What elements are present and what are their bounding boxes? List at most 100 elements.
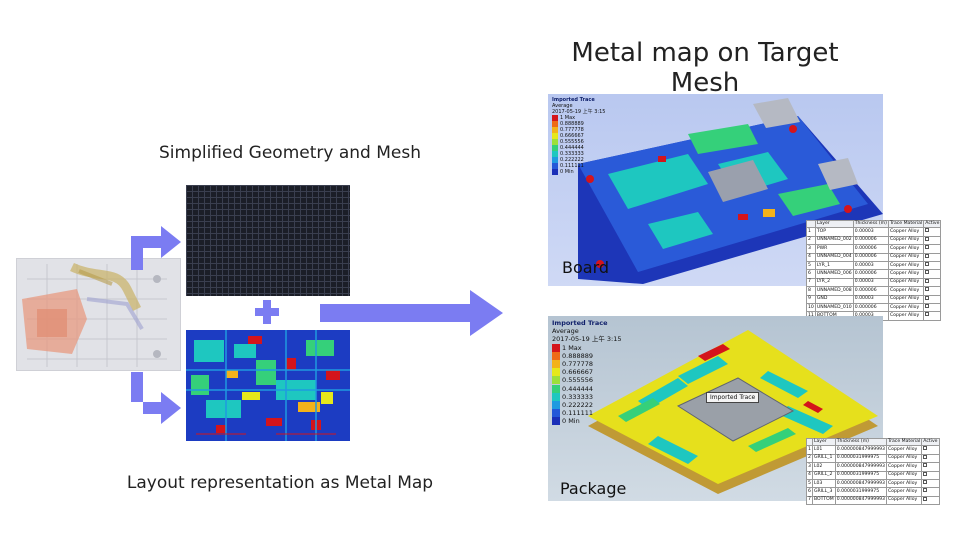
board-active-checkbox[interactable]: [925, 236, 930, 241]
board-table-cell: [923, 227, 942, 237]
board-table-cell: Copper Alloy: [887, 311, 925, 321]
package-legend: Imported Trace Average 2017-05-19 上午 3:1…: [552, 319, 622, 426]
source-pcb-image: [16, 258, 181, 371]
package-table-cell: 0.000000847999993: [834, 479, 887, 489]
package-table-cell: 0.000000847999993: [834, 445, 887, 455]
package-legend-entry: 0.444444: [552, 384, 622, 393]
package-table-cell: [921, 470, 940, 481]
board-active-checkbox[interactable]: [925, 278, 930, 283]
metal-map-graphic: [186, 330, 350, 441]
board-active-checkbox[interactable]: [925, 253, 930, 258]
board-active-checkbox[interactable]: [925, 270, 930, 275]
board-table-cell: UNNAMED_010: [814, 303, 854, 313]
board-table-cell: 6: [806, 269, 816, 279]
board-table-cell: 0.00003: [852, 277, 889, 288]
board-legend-entry: 0.666667: [552, 133, 605, 139]
package-table-cell: 0.000000847999993: [834, 462, 887, 472]
package-legend-entry: 0.222222: [552, 401, 622, 410]
package-table-cell: 0.0000031999975: [834, 470, 887, 481]
package-label: Package: [560, 479, 627, 498]
package-legend-value: 0.555556: [562, 376, 594, 385]
board-legend-value: 0.111111: [560, 163, 584, 169]
board-active-checkbox[interactable]: [925, 228, 930, 233]
board-table-cell: 10: [806, 303, 816, 313]
package-legend-value: 0.111111: [562, 409, 594, 418]
board-active-checkbox[interactable]: [925, 312, 930, 317]
board-table-cell: GND: [814, 294, 854, 305]
board-legend-swatch: [552, 163, 558, 169]
board-table-cell: 8: [806, 286, 816, 296]
package-legend-entry: 0.888889: [552, 351, 622, 360]
package-legend-swatch: [552, 384, 560, 393]
package-table-cell: Copper Alloy: [885, 495, 923, 506]
board-table-cell: [923, 252, 942, 263]
board-legend-entry: 0.444444: [552, 145, 605, 151]
package-table-cell: L01: [811, 445, 836, 455]
board-legend-value: 0.555556: [560, 139, 584, 145]
package-table-cell: [921, 479, 940, 489]
board-table-cell: Copper Alloy: [887, 303, 925, 313]
board-active-checkbox[interactable]: [925, 304, 930, 309]
package-table-cell: 0.0000031999975: [834, 487, 887, 497]
package-table-cell: GRILL_2: [811, 470, 836, 481]
board-legend-value: 0.888889: [560, 121, 584, 127]
package-legend-value: 1 Max: [562, 343, 582, 352]
board-active-checkbox[interactable]: [925, 262, 930, 267]
board-table-header: Active: [923, 219, 942, 229]
board-legend-value: 0.777778: [560, 127, 584, 133]
board-table-cell: 5: [806, 261, 816, 271]
board-legend-entry: 0.777778: [552, 127, 605, 133]
package-table-cell: Copper Alloy: [885, 487, 923, 497]
package-table-cell: BOTTOM: [811, 495, 836, 506]
board-table-cell: [923, 294, 942, 305]
package-active-checkbox[interactable]: [923, 488, 928, 493]
target-mesh-title: Metal map on Target Mesh: [571, 38, 839, 98]
package-active-checkbox[interactable]: [923, 471, 928, 476]
board-table-cell: UNNAMED_004: [814, 252, 854, 263]
board-table-cell: [923, 244, 942, 254]
board-legend-value: 0.222222: [560, 157, 584, 163]
package-active-checkbox[interactable]: [923, 480, 928, 485]
board-table-cell: 0.00003: [852, 261, 889, 271]
package-active-checkbox[interactable]: [923, 496, 928, 501]
board-legend-value: 0 Min: [560, 169, 574, 175]
package-table-cell: 0.000000847999993: [834, 495, 887, 506]
board-active-checkbox[interactable]: [925, 245, 930, 250]
board-table-cell: 3: [806, 244, 816, 254]
board-legend-value: 0.666667: [560, 133, 584, 139]
package-legend-value: 0.777778: [562, 360, 594, 369]
board-legend-value: 0.444444: [560, 145, 584, 151]
package-legend-entry: 0 Min: [552, 417, 622, 426]
board-table-cell: Copper Alloy: [887, 286, 925, 296]
board-legend-swatch: [552, 151, 558, 157]
package-active-checkbox[interactable]: [923, 463, 928, 468]
board-legend-entry: 0.555556: [552, 139, 605, 145]
package-active-checkbox[interactable]: [923, 446, 928, 451]
board-table-cell: UNNAMED_002: [814, 235, 854, 246]
board-table-cell: 0.000006: [852, 244, 889, 254]
package-legend-swatch: [552, 368, 560, 377]
board-table-cell: Copper Alloy: [887, 269, 925, 279]
board-legend-sub: Average: [552, 103, 573, 109]
package-active-checkbox[interactable]: [923, 454, 928, 459]
package-legend-title: Imported Trace: [552, 319, 608, 327]
package-table-header: Trace Material: [885, 437, 923, 447]
board-table-header: [806, 219, 816, 229]
board-active-checkbox[interactable]: [925, 287, 930, 292]
package-legend-swatch: [552, 417, 560, 426]
board-active-checkbox[interactable]: [925, 295, 930, 300]
board-table-cell: TOP: [814, 227, 854, 237]
package-table-cell: [921, 462, 940, 472]
board-table-cell: Copper Alloy: [887, 244, 925, 254]
board-legend-entry: 0.222222: [552, 157, 605, 163]
board-table-cell: [923, 235, 942, 246]
